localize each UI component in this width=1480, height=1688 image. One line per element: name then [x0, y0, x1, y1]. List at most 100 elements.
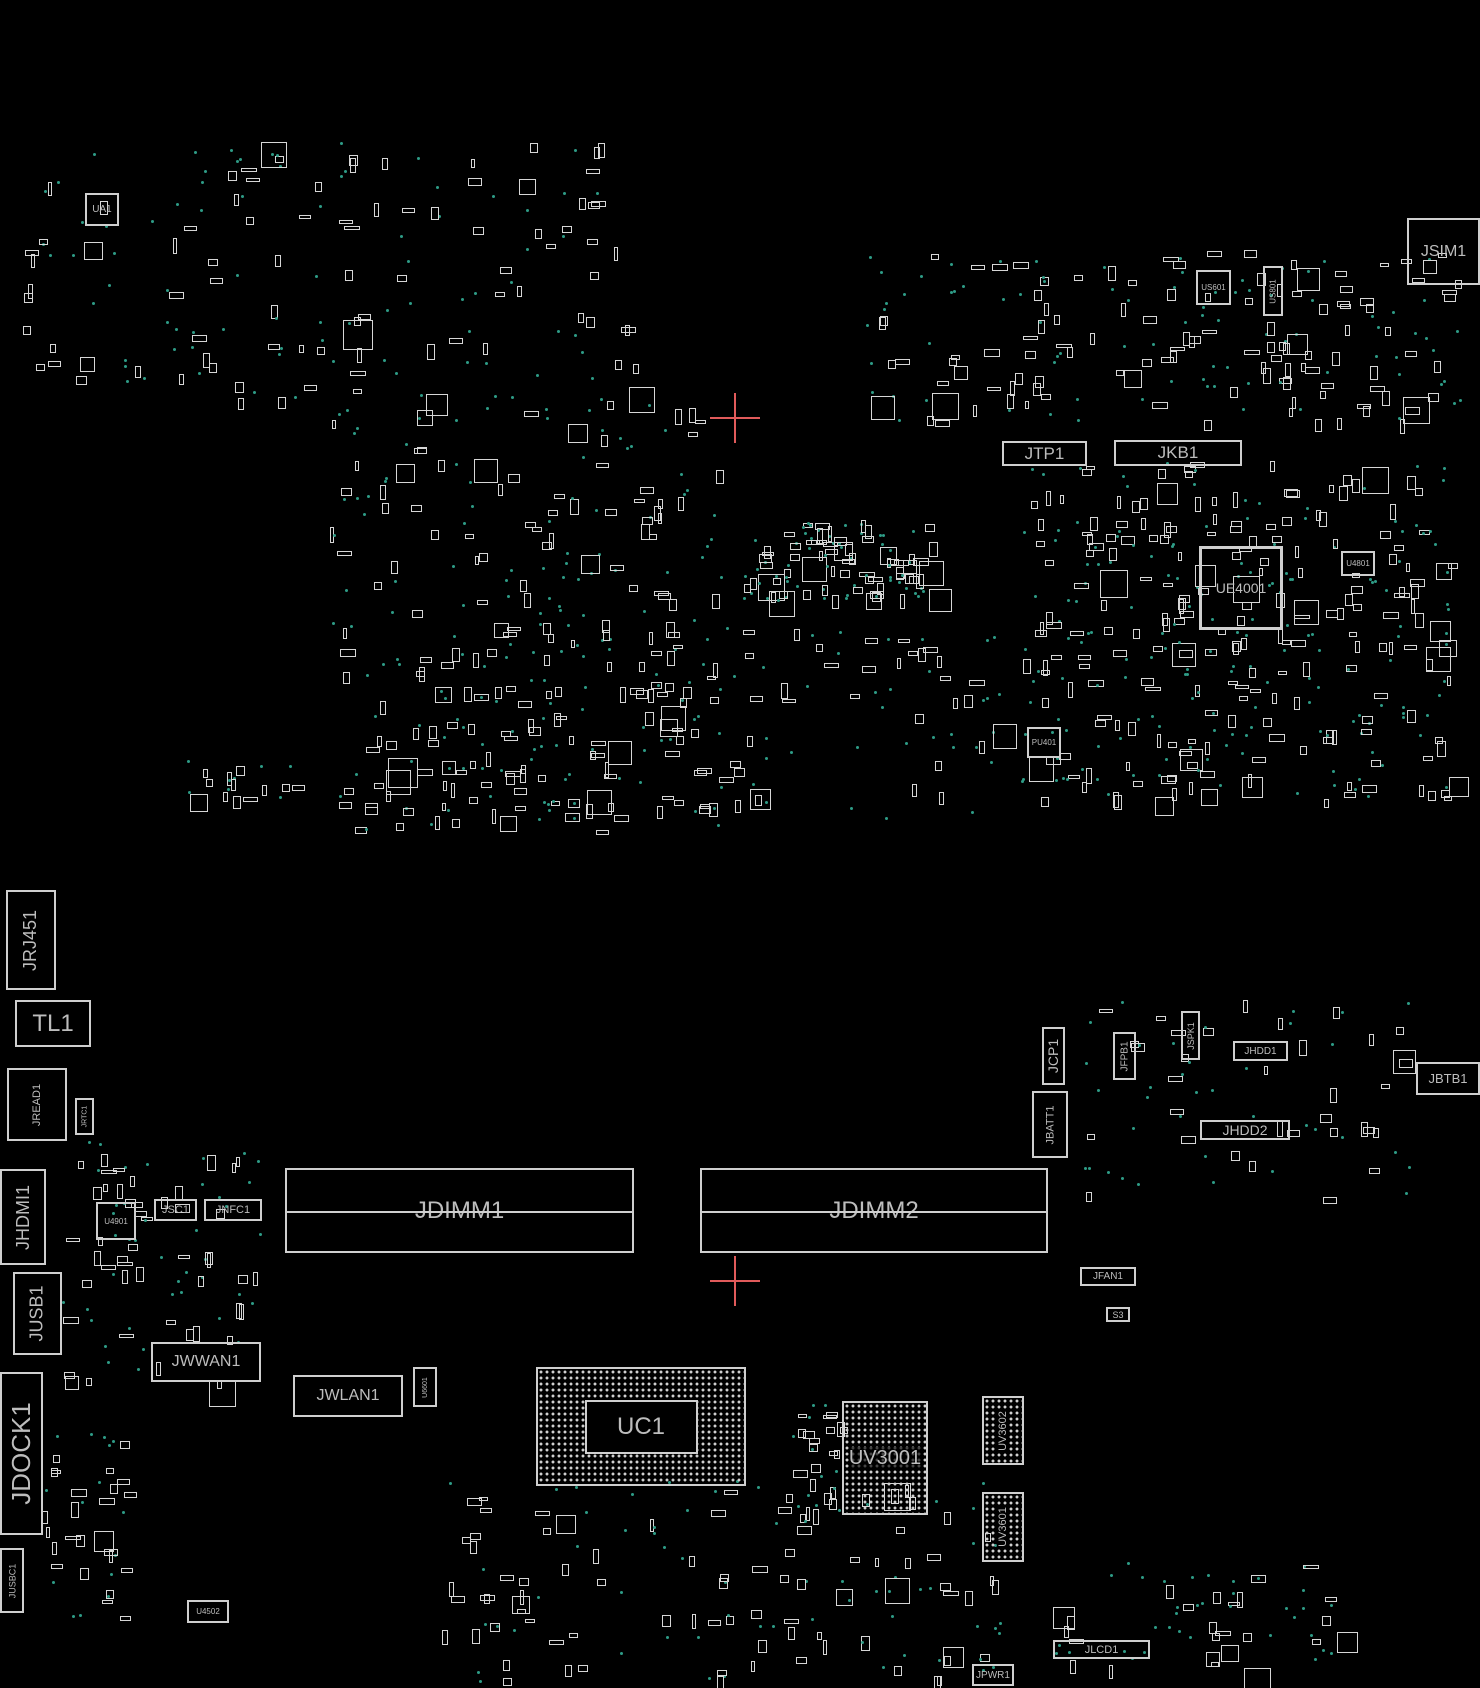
component-jsim1[interactable]: JSIM1: [1407, 218, 1480, 285]
component-jsc1[interactable]: JSC1: [154, 1199, 197, 1221]
passive-component: [1436, 741, 1446, 757]
component-uv3602[interactable]: UV3602: [982, 1396, 1024, 1465]
component-jwlan1[interactable]: JWLAN1: [293, 1375, 403, 1417]
component-jread1[interactable]: JREAD1: [7, 1068, 67, 1141]
passive-component: [968, 680, 985, 686]
via-dot: [809, 524, 813, 528]
component-u6601[interactable]: U6601: [413, 1367, 437, 1407]
passive-component: [827, 526, 833, 542]
component-jfan1[interactable]: JFAN1: [1080, 1267, 1136, 1286]
passive-component: [1194, 496, 1201, 512]
passive-component: [1244, 349, 1260, 356]
via-dot: [1217, 318, 1221, 322]
component-jfpb1[interactable]: JFPB1: [1113, 1032, 1136, 1080]
component-jnfc1[interactable]: JNFC1: [204, 1199, 262, 1221]
component-jrj451[interactable]: JRJ451: [6, 890, 56, 990]
via-dot: [384, 476, 388, 480]
component-jdock1[interactable]: JDOCK1: [0, 1372, 43, 1535]
component-pu401[interactable]: PU401: [1027, 727, 1061, 758]
via-dot: [1111, 288, 1115, 291]
via-dot: [319, 320, 323, 324]
component-jpwr1[interactable]: JPWR1: [972, 1664, 1014, 1686]
via-dot: [836, 652, 840, 656]
via-dot: [1285, 624, 1289, 628]
passive-component: [934, 1675, 942, 1688]
passive-component: [426, 394, 449, 417]
component-s3[interactable]: S3: [1106, 1307, 1130, 1322]
via-dot: [110, 1572, 114, 1576]
component-jlcd1[interactable]: JLCD1: [1053, 1640, 1150, 1659]
component-label: JHDMI1: [12, 1184, 33, 1250]
passive-component: [870, 591, 885, 600]
passive-component: [1362, 466, 1390, 494]
via-dot: [1131, 773, 1135, 777]
passive-component: [1213, 1591, 1222, 1605]
component-jrtc1[interactable]: JRTC1: [75, 1098, 94, 1135]
via-dot: [679, 473, 683, 477]
via-dot: [881, 543, 885, 547]
via-dot: [1230, 670, 1234, 674]
component-jusbc1[interactable]: JUSBC1: [0, 1548, 24, 1613]
passive-component: [136, 1266, 144, 1282]
component-jdimm2[interactable]: JDIMM2: [700, 1168, 1048, 1253]
component-u4801[interactable]: U4801: [1341, 551, 1375, 576]
via-dot: [575, 1544, 579, 1548]
via-dot: [1197, 768, 1201, 772]
via-dot: [536, 374, 540, 378]
component-u4901[interactable]: U4901: [96, 1202, 136, 1240]
via-dot: [509, 643, 513, 647]
passive-component: [831, 565, 836, 577]
via-dot: [540, 744, 544, 748]
passive-component: [1398, 1059, 1413, 1068]
component-jbatt1[interactable]: JBATT1: [1032, 1091, 1068, 1158]
passive-component: [708, 802, 718, 818]
passive-component: [252, 1271, 259, 1286]
component-jhdd1[interactable]: JHDD1: [1233, 1041, 1288, 1061]
passive-component: [1161, 356, 1175, 364]
component-jbtb1[interactable]: JBTB1: [1416, 1062, 1480, 1095]
passive-component: [1382, 612, 1399, 619]
passive-component: [589, 271, 599, 280]
component-jtp1[interactable]: JTP1: [1002, 441, 1087, 466]
passive-component: [438, 459, 446, 472]
passive-component: [1059, 752, 1072, 761]
component-uc1[interactable]: UC1: [536, 1367, 746, 1486]
passive-component: [391, 560, 399, 575]
component-us801[interactable]: US801: [1263, 266, 1283, 316]
passive-component: [502, 632, 518, 638]
via-dot: [580, 708, 584, 712]
component-us601[interactable]: US601: [1196, 270, 1231, 305]
component-jwwan1[interactable]: JWWAN1: [151, 1342, 261, 1382]
via-dot: [1307, 700, 1311, 704]
component-jkb1[interactable]: JKB1: [1114, 440, 1242, 466]
component-jspk1[interactable]: JSPK1: [1181, 1011, 1200, 1060]
component-jhdd2[interactable]: JHDD2: [1200, 1120, 1290, 1140]
passive-component: [1185, 470, 1194, 478]
component-u4502[interactable]: U4502: [187, 1600, 229, 1623]
component-ua1[interactable]: UA1: [85, 193, 119, 226]
via-dot: [1233, 291, 1237, 295]
passive-component: [1258, 567, 1263, 576]
via-dot: [200, 181, 204, 185]
component-ue4001[interactable]: UE4001: [1199, 546, 1283, 630]
passive-component: [879, 315, 888, 326]
component-jdimm1[interactable]: JDIMM1: [285, 1168, 634, 1253]
passive-component: [1281, 639, 1291, 646]
passive-component: [299, 344, 304, 354]
via-dot: [461, 726, 465, 730]
component-jhdmi1[interactable]: JHDMI1: [0, 1169, 46, 1265]
via-dot: [594, 508, 598, 512]
component-jcp1[interactable]: JCP1: [1042, 1027, 1065, 1085]
passive-component: [1023, 658, 1032, 674]
passive-component: [660, 718, 679, 737]
component-jusb1[interactable]: JUSB1: [13, 1272, 62, 1355]
component-uv3001[interactable]: UV3001: [842, 1401, 928, 1515]
passive-component: [992, 724, 1018, 749]
passive-component: [1204, 649, 1218, 657]
via-dot: [398, 662, 402, 666]
passive-component: [917, 648, 926, 662]
component-uv3601[interactable]: UV3601: [982, 1492, 1024, 1562]
component-tl1[interactable]: TL1: [15, 1000, 91, 1047]
via-dot: [607, 647, 611, 651]
